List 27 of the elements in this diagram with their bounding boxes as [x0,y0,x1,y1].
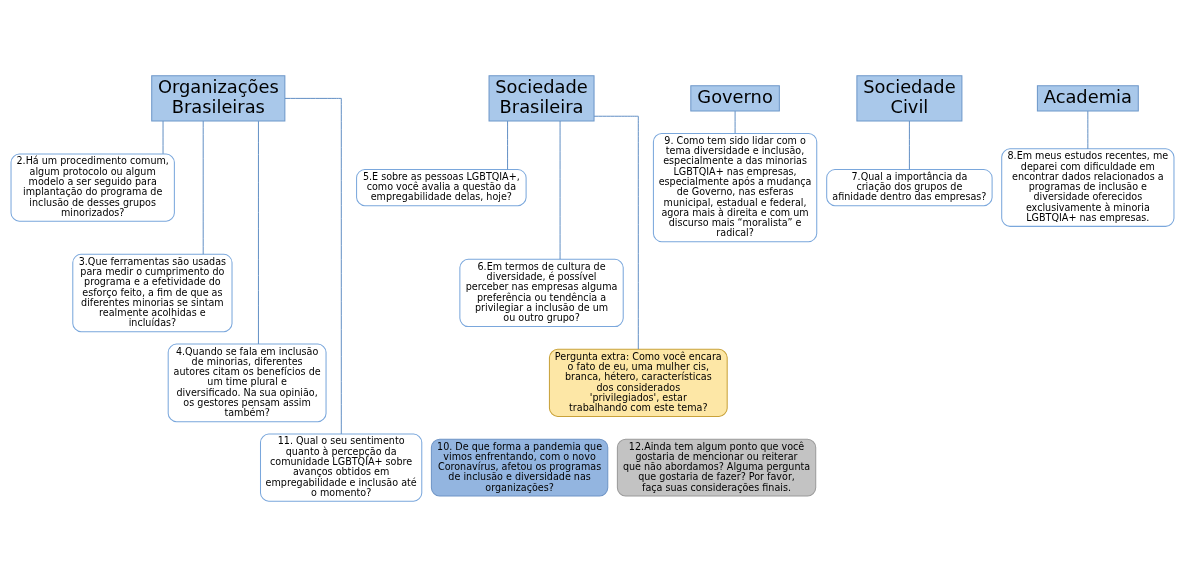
node-box: Sociedade Brasileira [488,74,595,122]
connector [258,120,259,344]
node-box: 11. Qual o seu sentimento quanto à percepção da comunidade LGBTQIA+ sobre avanços obtidos em empregabilidade e inclusão até o momento? [260,433,423,502]
node-box: Pergunta extra: Como você encara o fato de eu, uma mulher cis, branca, hétero, características dos considerados 'privilegiados', estar trabalhando com este tema? [548,348,728,417]
node-box: 8.Em meus estudos recentes, me deparei com dificuldade em encontrar dados relacionados a programas de inclusão e diversidade oferecidos exclusivamente à minoria LGBTQIA+ nas empresas. [1001,147,1175,227]
connector [202,120,204,255]
node-box: 2.Há um procedimento comum, algum protocolo ou algum modelo a ser seguido para implantação do programa de inclusão de desses grupos minorizados? [10,152,175,222]
node-box: 4.Quando se fala em inclusão de minorias, diferentes autores citam os benefícios de um time plural e diversificado. Na sua opinião, os gestores pensam assim também? [167,343,327,422]
node-box: Governo [690,84,780,112]
connector [734,110,736,134]
connector [908,120,910,170]
connector [507,120,508,170]
node-box: Sociedade Civil [856,74,963,122]
connector [284,97,342,434]
connector [1087,110,1089,149]
node-box: 9. Como tem sido lidar com o tema diversidade e inclusão, especialmente a das minorias LGBTQIA+ nas empresas, especialmente após a mudança de Governo, nas esferas municipal, estadual e federal, agora mais à direita e com um discurso mais “moralista” e radical? [652,132,818,242]
connector [559,120,561,260]
node-box: 5.E sobre as pessoas LGBTQIA+, como você avalia a questão da empregabilidade delas, hoje? [356,168,527,206]
node-box: 7.Qual a importância da criação dos grupos de afinidade dentro das empresas? [826,168,993,206]
node-box: Academia [1036,84,1139,112]
connector [162,120,164,154]
node-box: 3.Que ferramentas são usadas para medir o cumprimento do programa e a efetividade do esforço feito, a fim de que as diferentes minorias se sintam realmente acolhidas e incluídas? [72,253,233,332]
node-box: Organizações Brasileiras [151,74,286,122]
node-box: 12.Ainda tem algum ponto que você gostaria de mencionar ou reiterar que não abordamos? Alguma pergunta que gostaria de fazer? Por favor, faça suas considerações finais. [616,438,817,497]
connector [593,115,639,350]
node-box: 6.Em termos de cultura de diversidade, é possível perceber nas empresas alguma preferência ou tendência a privilegiar a inclusão de um ou outro grupo? [459,258,624,327]
node-box: 10. De que forma a pandemia que vimos enfrentando, com o novo Coronavírus, afetou os programas de inclusão e diversidade nas organizações? [430,438,609,497]
